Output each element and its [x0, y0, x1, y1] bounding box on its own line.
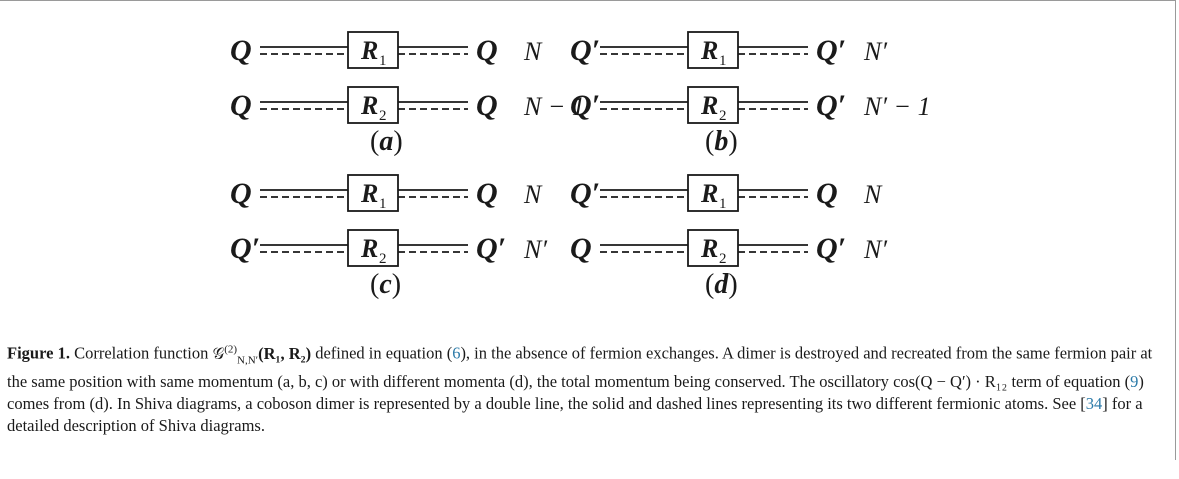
panel-c-row-1-left-momentum: Q — [230, 177, 252, 210]
panel-d-row-2-position-box — [687, 229, 739, 267]
panel-a-row-2-particle-count: N − 1 — [523, 92, 585, 121]
panel-a-row-1-right-momentum: Q — [476, 34, 498, 67]
panel-c-row-2-box-subscript: 2 — [379, 251, 387, 267]
panel-c-row-2-particle-count: N′ — [523, 235, 547, 264]
correlation-function-symbol: 𝒢(2)N,N′(R₁, R₂) — [212, 343, 312, 366]
panel-d-row-1-particle-count: N — [863, 180, 883, 209]
panel-c-row-1-box-subscript: 1 — [379, 196, 387, 212]
panel-d-tag: (d) — [705, 269, 738, 300]
panel-a-row-1-position-box — [347, 31, 399, 69]
panel-d-row-1-position-box — [687, 174, 739, 212]
caption-text-2: defined in equation ( — [315, 343, 453, 363]
panel-d-row-2-right-momentum: Q′ — [816, 232, 846, 265]
equation-6-link[interactable]: 6 — [452, 343, 461, 363]
panel-a-row-1-box-subscript: 1 — [379, 53, 387, 69]
panel-c-row-2-box-letter: R — [360, 234, 378, 263]
caption-text-4: term of equation ( — [1011, 371, 1131, 391]
panel-b-row-1-position-box — [687, 31, 739, 69]
panel-b-row-1-box-subscript: 1 — [719, 53, 727, 69]
panel-d-row-1-right-momentum: Q — [816, 177, 838, 210]
func-args: (R₁, R₂) — [258, 343, 312, 363]
panel-c-row-1-position-box — [347, 174, 399, 212]
panel-b-row-1-left-momentum: Q′ — [570, 34, 600, 67]
panel-d-row-1-box-subscript: 1 — [719, 196, 727, 212]
panel-a-row-2-box-subscript: 2 — [379, 108, 387, 124]
panel-a-row-2-box-letter: R — [360, 91, 378, 120]
panel-b-row-1-particle-count: N′ — [863, 37, 887, 66]
panel-a-row-2-right-momentum: Q — [476, 89, 498, 122]
panel-c-row-1-box-letter: R — [360, 179, 378, 208]
panel-b-row-2-right-momentum: Q′ — [816, 89, 846, 122]
panel-c-row-1-particle-count: N — [523, 180, 543, 209]
panel-b-row-2-position-box — [687, 86, 739, 124]
func-superscript: (2) — [224, 343, 238, 355]
panel-d-row-1-left-momentum: Q′ — [570, 177, 600, 210]
figure-label: Figure 1. — [7, 343, 70, 363]
panel-b-row-1-right-momentum: Q′ — [816, 34, 846, 67]
figure-frame — [0, 0, 1176, 460]
panel-c-row-1-right-momentum: Q — [476, 177, 498, 210]
caption-text-5: ) comes from (d). In Shiva diagrams, a c… — [7, 371, 1144, 413]
caption-text-1: Correlation function — [74, 343, 209, 363]
panel-a-row-1-box-letter: R — [360, 36, 378, 65]
caption-text-3: ), in the absence of fermion exchanges. … — [7, 343, 1153, 391]
panel-d-row-1-box-letter: R — [700, 179, 718, 208]
panel-b-tag: (b) — [705, 126, 738, 157]
panel-d-row-2-box-letter: R — [700, 234, 718, 263]
panel-a-tag: (a) — [370, 126, 403, 157]
panel-d-row-2-left-momentum: Q — [570, 232, 592, 265]
panel-b-row-1-box-letter: R — [700, 36, 718, 65]
panel-c-row-2-right-momentum: Q′ — [476, 232, 506, 265]
cos-expression: cos(Q − Q′) · R₁₂ — [893, 371, 1008, 391]
panel-b-row-2-box-letter: R — [700, 91, 718, 120]
panel-a-row-1-particle-count: N — [523, 37, 543, 66]
equation-9-link[interactable]: 9 — [1130, 371, 1139, 391]
panel-c-row-2-left-momentum: Q′ — [230, 232, 260, 265]
figure-caption: Figure 1. Correlation function 𝒢(2)N,N′(… — [7, 338, 1157, 437]
panel-a-row-2-position-box — [347, 86, 399, 124]
panel-b-row-2-left-momentum: Q′ — [570, 89, 600, 122]
panel-b-row-2-particle-count: N′ − 1 — [863, 92, 931, 121]
caption-text-6: ] for a detailed description of Shiva di… — [7, 393, 1143, 435]
panel-c-tag: (c) — [370, 269, 401, 300]
func-symbol: 𝒢 — [212, 343, 225, 363]
reference-34-link[interactable]: 34 — [1085, 393, 1103, 413]
func-subscript: N,N′ — [237, 353, 259, 366]
panel-a-row-2-left-momentum: Q — [230, 89, 252, 122]
panel-b-row-2-box-subscript: 2 — [719, 108, 727, 124]
panel-d-row-2-box-subscript: 2 — [719, 251, 727, 267]
panel-c-row-2-position-box — [347, 229, 399, 267]
panel-d-row-2-particle-count: N′ — [863, 235, 887, 264]
panel-a-row-1-left-momentum: Q — [230, 34, 252, 67]
